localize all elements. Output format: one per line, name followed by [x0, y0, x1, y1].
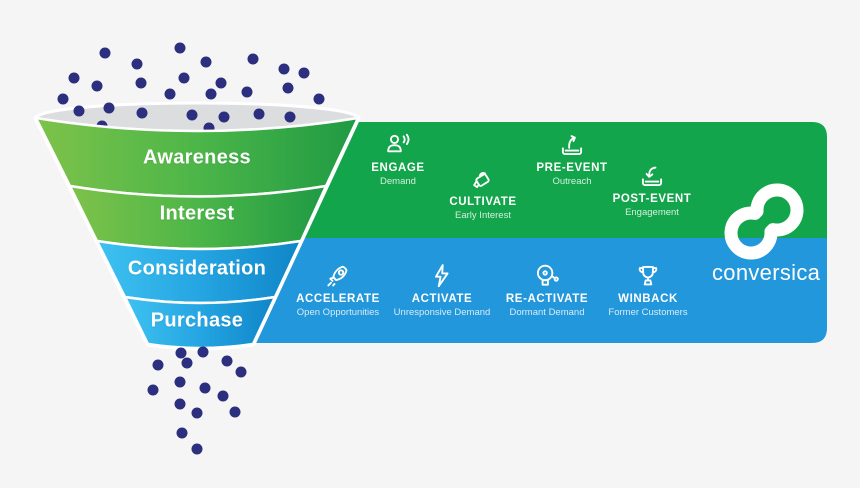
lead-dot: [175, 347, 187, 359]
panel-green-band: [300, 122, 827, 238]
program-accelerate: ACCELERATE Open Opportunities: [268, 262, 408, 319]
program-sublabel: Early Interest: [455, 210, 511, 221]
program-label: PRE-EVENT: [536, 162, 608, 174]
lead-dot: [247, 53, 259, 65]
program-winback: WINBACK Former Customers: [578, 262, 718, 319]
program-sublabel: Former Customers: [608, 307, 688, 318]
program-label: CULTIVATE: [449, 196, 517, 208]
lead-dot: [152, 359, 164, 371]
lead-dot: [199, 382, 211, 394]
lead-dot: [91, 80, 103, 92]
funnel: [33, 42, 361, 455]
lead-dot: [221, 355, 233, 367]
lead-dot: [253, 108, 265, 120]
lead-dot: [298, 67, 310, 79]
program-label: ACCELERATE: [296, 293, 380, 305]
lead-dot: [282, 82, 294, 94]
lead-dot: [191, 407, 203, 419]
tray-arrow-up-icon: [561, 135, 583, 156]
program-engage: ENGAGE Demand: [328, 131, 468, 188]
stage-label-interest: Interest: [159, 202, 235, 225]
program-sublabel: Open Opportunities: [296, 307, 380, 318]
lead-dot: [178, 72, 190, 84]
lead-dot: [147, 384, 159, 396]
lead-dot: [103, 102, 115, 114]
lead-dot: [217, 390, 229, 402]
stage-label-consideration: Consideration: [127, 257, 267, 280]
interlocked-rings-icon: [724, 183, 804, 260]
stage-label-awareness: Awareness: [143, 146, 251, 169]
lightning-bolt-icon: [435, 264, 449, 288]
program-label: ENGAGE: [371, 162, 425, 174]
lead-dot: [174, 42, 186, 54]
lead-dot: [235, 366, 247, 378]
program-label: ACTIVATE: [411, 293, 473, 305]
lead-dot: [284, 111, 296, 123]
program-label: WINBACK: [618, 293, 678, 305]
lead-dot: [174, 376, 186, 388]
program-activate: ACTIVATE Unresponsive Demand: [372, 262, 512, 319]
program-cultivate: CULTIVATE Early Interest: [413, 165, 553, 222]
lead-dot: [73, 105, 85, 117]
program-sublabel: Unresponsive Demand: [393, 307, 491, 318]
lead-dot: [229, 406, 241, 418]
program-label: POST-EVENT: [612, 193, 692, 205]
stage-band-purchase: [123, 295, 277, 350]
program-re-activate: RE-ACTIVATE Dormant Demand: [477, 262, 617, 319]
panel-blue-band: [250, 238, 827, 343]
program-panel: [250, 122, 827, 343]
lead-dot: [215, 77, 227, 89]
person-broadcast-icon: [387, 133, 410, 153]
tray-arrow-down-icon: [641, 166, 663, 187]
brand-wordmark: conversica: [712, 260, 821, 285]
lead-dot: [241, 86, 253, 98]
trophy-icon: [638, 265, 658, 286]
lead-dot: [186, 109, 198, 121]
lead-dot: [218, 111, 230, 123]
lead-dot: [278, 63, 290, 75]
program-label: RE-ACTIVATE: [505, 293, 589, 305]
lead-dot: [57, 93, 69, 105]
lead-dot: [136, 107, 148, 119]
rocket-icon: [327, 265, 348, 287]
alarm-bell-icon: [536, 264, 559, 286]
lead-dot: [99, 47, 111, 59]
lead-dot: [200, 56, 212, 68]
lead-dot: [131, 58, 143, 70]
program-pre-event: PRE-EVENT Outreach: [502, 131, 642, 188]
lead-dot: [181, 357, 193, 369]
program-sublabel: Outreach: [552, 176, 592, 187]
falling-dots-bottom: [147, 346, 247, 455]
program-sublabel: Demand: [380, 176, 416, 187]
lead-dot: [197, 346, 209, 358]
lead-dot: [68, 72, 80, 84]
lead-dot: [135, 77, 147, 89]
lead-dot: [191, 443, 203, 455]
program-sublabel: Engagement: [625, 207, 679, 218]
program-post-event: POST-EVENT Engagement: [582, 162, 722, 219]
lead-dot: [174, 398, 186, 410]
program-sublabel: Dormant Demand: [509, 307, 585, 318]
lead-dot: [164, 88, 176, 100]
lead-dot: [205, 88, 217, 100]
watering-can-icon: [473, 172, 490, 189]
lead-dot: [313, 93, 325, 105]
lead-dot: [176, 427, 188, 439]
stage-label-purchase: Purchase: [150, 309, 244, 332]
conversica-logo: [713, 172, 819, 292]
